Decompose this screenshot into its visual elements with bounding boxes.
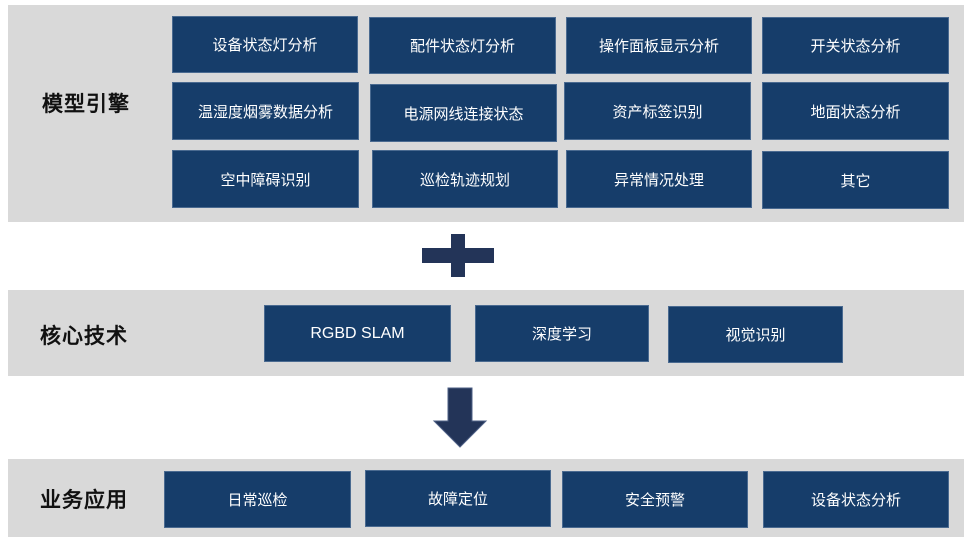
model-item: 设备状态灯分析 bbox=[172, 16, 358, 73]
arrow-down-icon bbox=[432, 387, 488, 448]
business-app-item: 故障定位 bbox=[365, 470, 551, 527]
business-app-item: 设备状态分析 bbox=[763, 471, 949, 528]
model-item: 温湿度烟雾数据分析 bbox=[172, 82, 359, 140]
model-item: 资产标签识别 bbox=[564, 82, 751, 140]
core-tech-item: 视觉识别 bbox=[668, 306, 843, 363]
plus-icon-vertical bbox=[451, 234, 465, 277]
core-tech-item: 深度学习 bbox=[475, 305, 649, 362]
model-item: 电源网线连接状态 bbox=[370, 84, 557, 142]
model-item: 地面状态分析 bbox=[762, 82, 949, 140]
business-apps-title: 业务应用 bbox=[40, 488, 128, 512]
model-item: 操作面板显示分析 bbox=[566, 17, 752, 74]
core-tech-title: 核心技术 bbox=[40, 324, 128, 348]
business-app-item: 安全预警 bbox=[562, 471, 748, 528]
model-item: 配件状态灯分析 bbox=[369, 17, 556, 74]
model-item: 异常情况处理 bbox=[566, 150, 752, 208]
arrow-down-shape bbox=[432, 387, 488, 448]
model-engine-title: 模型引擎 bbox=[42, 92, 130, 116]
model-item: 开关状态分析 bbox=[762, 17, 949, 74]
core-tech-item: RGBD SLAM bbox=[264, 305, 451, 362]
model-item: 空中障碍识别 bbox=[172, 150, 359, 208]
model-item: 巡检轨迹规划 bbox=[372, 150, 558, 208]
model-item: 其它 bbox=[762, 151, 949, 209]
business-app-item: 日常巡检 bbox=[164, 471, 351, 528]
